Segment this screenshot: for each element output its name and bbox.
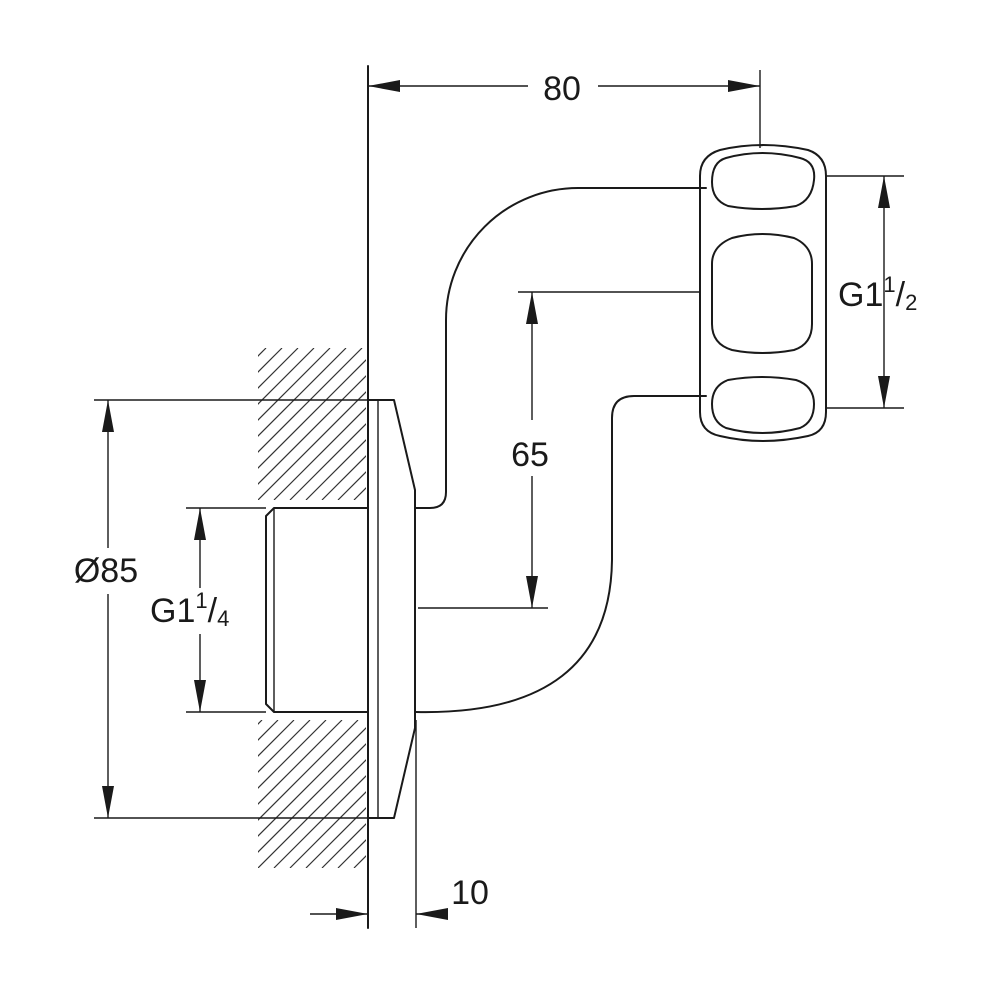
hatch-line — [258, 348, 267, 357]
hatch-line — [498, 348, 650, 500]
hatch-line — [514, 720, 662, 868]
hatch-line — [258, 348, 299, 389]
hatch-line — [273, 775, 366, 868]
wall-rosette — [367, 399, 416, 819]
dimension-65: 65 — [418, 291, 700, 609]
hatch-line — [450, 348, 602, 500]
hatch-line — [258, 727, 366, 837]
hatch-line — [289, 423, 366, 500]
hatch-line — [498, 720, 646, 868]
hatch-line — [450, 720, 598, 868]
hatch-line — [258, 720, 359, 821]
hatch-line — [337, 471, 366, 500]
wall-hatching-bottom — [98, 720, 662, 868]
hatch-line — [258, 391, 366, 500]
hatch-line — [258, 720, 343, 805]
hatch-line — [434, 720, 582, 868]
hatch-line — [305, 807, 366, 868]
hatch-line — [258, 720, 279, 741]
hatch-line — [258, 359, 366, 469]
union-nut — [699, 144, 827, 442]
dimension-80: 80 — [368, 70, 761, 148]
hatch-line — [98, 348, 250, 500]
thread-inlet-label: G11/4 — [150, 588, 229, 631]
hatch-line — [258, 720, 311, 773]
hatch-line — [402, 348, 554, 500]
hatch-line — [337, 839, 366, 868]
hatch-line — [386, 720, 534, 868]
hatch-line — [370, 720, 518, 868]
dimension-80-label: 80 — [543, 70, 581, 108]
hatch-line — [466, 720, 614, 868]
hatch-line — [289, 791, 366, 868]
hatch-line — [258, 720, 263, 725]
hatch-line — [258, 720, 295, 757]
hatch-line — [321, 455, 366, 500]
offset-elbow-pipe — [415, 187, 707, 714]
thread-outlet-label: G11/2 — [838, 272, 917, 315]
hatch-line — [305, 439, 366, 500]
hatch-line — [258, 720, 327, 789]
hatch-line — [258, 348, 347, 437]
hatch-line — [402, 720, 550, 868]
dimension-thread-outlet: G11/2 — [826, 175, 917, 409]
hatch-line — [386, 348, 538, 500]
hatch-line — [258, 348, 363, 453]
hatch-line — [418, 720, 566, 868]
hatch-line — [258, 348, 315, 405]
hatch-line — [482, 720, 630, 868]
hatch-line — [273, 407, 366, 500]
dimension-65-label: 65 — [511, 436, 549, 474]
hatch-line — [258, 375, 366, 485]
hatch-line — [353, 855, 366, 868]
dimension-10: 10 — [310, 720, 489, 928]
wall-hatching-top — [98, 348, 666, 500]
hatch-line — [258, 348, 283, 373]
hatch-line — [514, 348, 666, 500]
diameter-85-label: Ø85 — [74, 552, 138, 590]
hatch-line — [321, 823, 366, 868]
hatch-line — [434, 348, 586, 500]
hatch-line — [258, 759, 366, 868]
dimension-10-label: 10 — [451, 874, 489, 912]
hatch-line — [98, 720, 246, 868]
dimension-thread-inlet: G11/4 — [150, 507, 266, 713]
hatch-line — [418, 348, 570, 500]
hatch-line — [353, 487, 366, 500]
hatch-line — [258, 348, 331, 421]
hatch-line — [258, 743, 366, 853]
hatch-line — [466, 348, 618, 500]
dimension-diameter-85: Ø85 — [74, 399, 368, 819]
inlet-thread-nipple — [265, 507, 369, 713]
